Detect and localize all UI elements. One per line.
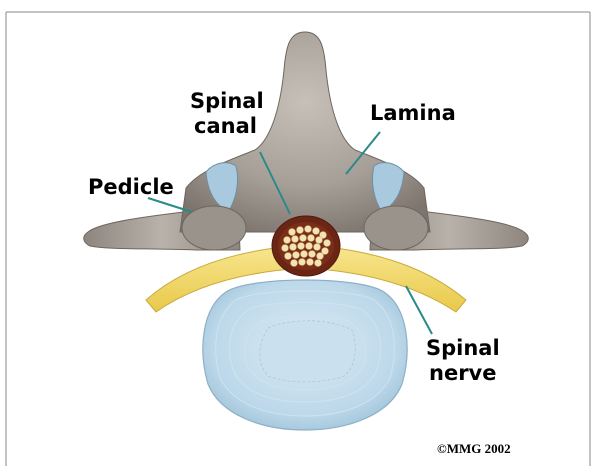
pedicle-label: Pedicle [88, 175, 174, 200]
right-pedicle [364, 206, 428, 250]
spinal-nerve-label-line1: Spinal [426, 336, 500, 361]
copyright-notice: ©MMG 2002 [437, 441, 511, 457]
spinal-canal-label-line1: Spinal [190, 89, 264, 114]
disc-nucleus [260, 321, 356, 382]
spinal-canal-label: Spinal canal [190, 89, 264, 139]
spinal-nerve-label-line2: nerve [426, 361, 500, 386]
spinal-canal-label-line2: canal [190, 114, 264, 139]
spinal-nerve-label: Spinal nerve [426, 336, 500, 386]
lamina-label: Lamina [370, 101, 456, 126]
